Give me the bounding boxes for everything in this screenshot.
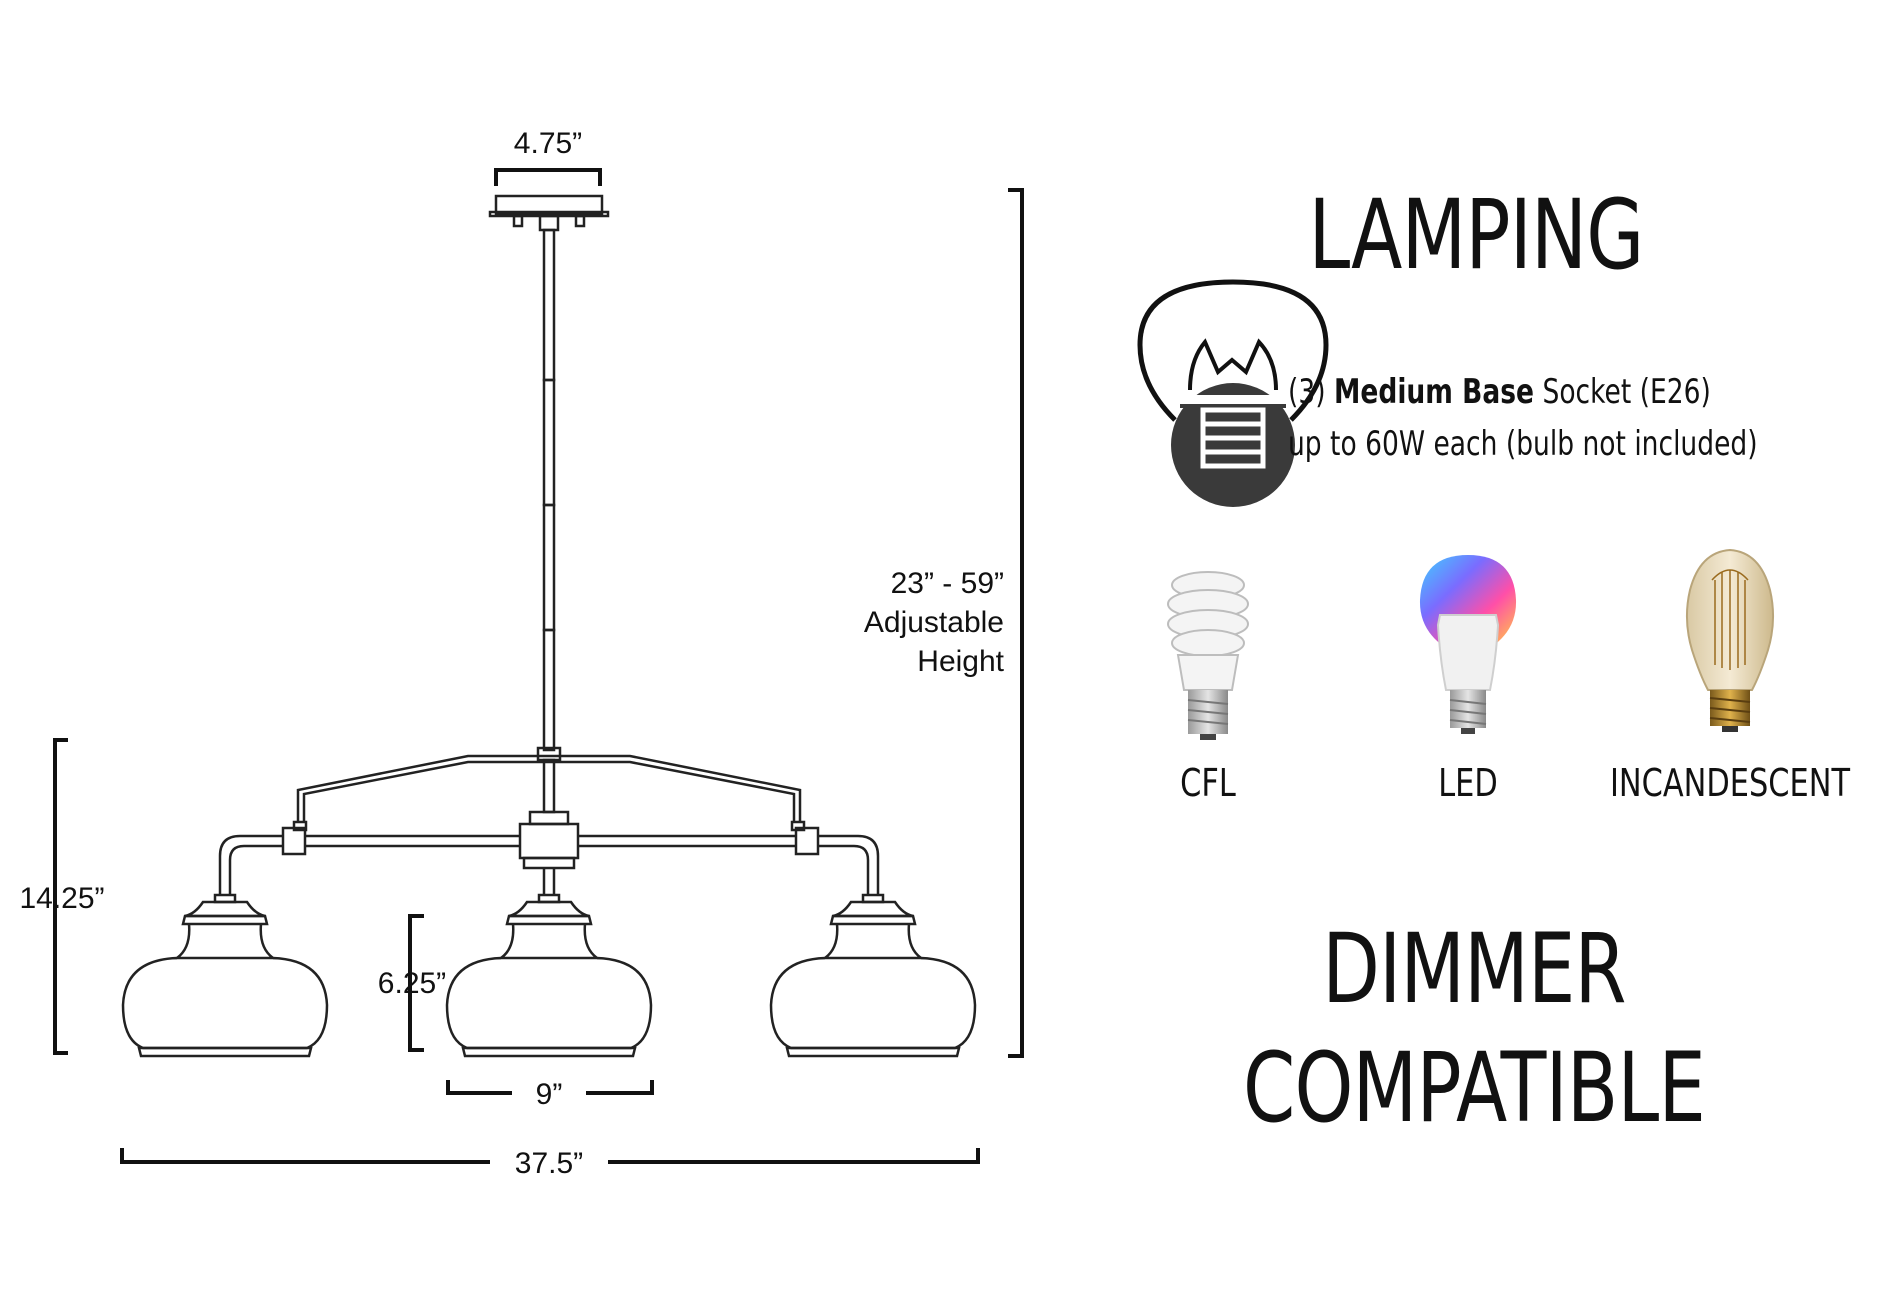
- dimmer-line-1: DIMMER: [1322, 914, 1626, 1026]
- overall-width-label: 37.5”: [515, 1147, 583, 1180]
- bulb-label-incandescent: INCANDESCENT: [1610, 762, 1851, 806]
- center-stem: [542, 758, 556, 814]
- left-elbow: [218, 834, 283, 895]
- upper-arm: [296, 754, 802, 822]
- adjustable-range-label: 23” - 59”: [891, 567, 1004, 600]
- cross-bar: [281, 820, 820, 856]
- chandelier-drawing: [121, 194, 977, 1058]
- bulb-types: CFL LED: [1167, 548, 1851, 806]
- dimension-shade-width: 9”: [446, 1078, 654, 1111]
- dimension-body-height: 14.25”: [19, 738, 105, 1055]
- lamping-title: LAMPING: [1308, 180, 1643, 292]
- cfl-bulb-icon: [1167, 571, 1249, 740]
- adjustable-label: Adjustable: [864, 606, 1004, 639]
- dimension-overall-width: 37.5”: [120, 1147, 980, 1180]
- dimension-adjustable-height: 23” - 59” Adjustable Height: [864, 188, 1024, 1058]
- body-height-label: 14.25”: [19, 882, 104, 915]
- dimension-shade-height: 6.25”: [378, 914, 446, 1052]
- right-elbow: [818, 834, 880, 895]
- socket-base: Medium Base: [1334, 373, 1534, 412]
- shade-height-label: 6.25”: [378, 967, 446, 1000]
- incandescent-bulb-icon: [1686, 548, 1774, 732]
- socket-type: Socket (E26): [1542, 373, 1710, 412]
- socket-line: (3) Medium Base Socket (E26): [1288, 373, 1711, 412]
- bulb-label-led: LED: [1438, 762, 1498, 806]
- shade-left: [121, 893, 329, 1058]
- dimension-canopy-width: 4.75”: [494, 127, 602, 186]
- canopy-width-label: 4.75”: [514, 127, 582, 160]
- bulb-label-cfl: CFL: [1180, 762, 1236, 806]
- down-rod: [536, 228, 562, 762]
- center-hub: [518, 810, 580, 870]
- shade-right: [769, 893, 977, 1058]
- socket-count: (3): [1288, 373, 1326, 412]
- height-label: Height: [917, 645, 1004, 678]
- lightbulb-icon: [1137, 279, 1329, 507]
- center-drop: [542, 868, 556, 895]
- canopy: [488, 194, 610, 232]
- shade-center: [445, 893, 653, 1058]
- shade-width-label: 9”: [536, 1078, 563, 1111]
- led-bulb-icon: [1419, 555, 1517, 734]
- dimmer-line-2: COMPATIBLE: [1243, 1033, 1705, 1145]
- wattage-note: up to 60W each (bulb not included): [1288, 425, 1758, 464]
